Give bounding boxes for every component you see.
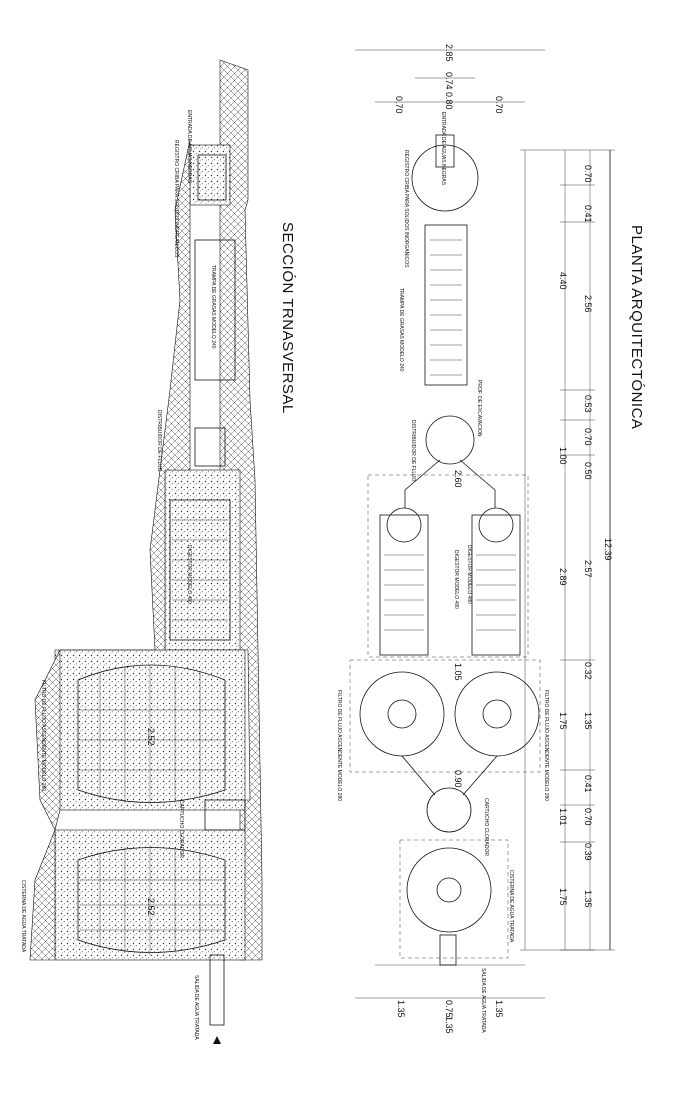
section-filtro-1 xyxy=(77,664,226,803)
trampa-grasas-ribs xyxy=(430,239,462,376)
section-label-salida: SALIDA DE AGUA TRATADA xyxy=(193,975,199,1040)
digestor-2 xyxy=(471,514,521,656)
digestor-1-port xyxy=(386,507,422,543)
registro-gravel xyxy=(189,144,231,206)
distribuidor xyxy=(425,415,475,465)
section-clorador xyxy=(204,799,246,831)
label-excavacion: PROF. DE EXCAVACION xyxy=(476,380,482,437)
salida-pipe xyxy=(439,934,457,966)
label-entrada: ENTRADA DE AGUAS NEGRAS xyxy=(440,112,446,186)
dim-r7: 0.32 xyxy=(583,662,593,680)
digestor-2-port xyxy=(478,507,514,543)
dim-bot-2: 1.35 xyxy=(444,1016,454,1034)
section-filtro-2 xyxy=(77,847,226,953)
label-digestor-1: DIGESTOR MODELO 480 xyxy=(453,550,459,609)
section-label-cisterna: CISTERNA DE AGUA TRATADA xyxy=(20,880,26,953)
left-ground-hatch xyxy=(29,139,191,961)
section-label-distribuidor: DISTRIBUIDOR DE FLUJO xyxy=(156,410,162,472)
label-trampa: TRAMPA DE GRASAS MODELO 240 xyxy=(398,288,404,372)
dim-s4: 1.01 xyxy=(558,808,568,826)
dim-r12: 1.35 xyxy=(583,890,593,908)
dim-bot-0: 1.35 xyxy=(396,1000,406,1018)
dim-r9: 0.41 xyxy=(583,775,593,793)
filtro-1-center xyxy=(387,699,417,729)
dim-r3: 0.53 xyxy=(583,395,593,413)
dim-total: 12.39 xyxy=(603,538,613,561)
cisterna xyxy=(406,847,492,933)
flow-arrow-icon xyxy=(213,1036,221,1044)
section-label-entrada: ENTRADA DE AGUAS NEGRAS xyxy=(186,110,192,184)
dim-inner-1: 1.05 xyxy=(453,663,463,681)
dim-r4: 0.70 xyxy=(583,428,593,446)
section-digestor-ribs xyxy=(172,519,228,621)
distribuidor-pipes xyxy=(404,459,496,508)
label-distribuidor: DISTRIBUIDOR DE FLUJO xyxy=(410,420,416,482)
registro-criba xyxy=(411,144,479,212)
dim-r1: 0.41 xyxy=(583,205,593,223)
cartucho-clorador xyxy=(426,787,472,833)
label-clorador: CARTUCHO CLORADOR xyxy=(483,798,489,856)
section-dim-0: 2.52 xyxy=(146,728,156,746)
label-salida: SALIDA DE AGUA TRATADA xyxy=(480,968,486,1033)
dim-top-4: 0.70 xyxy=(494,96,504,114)
label-filtro-1: FILTRO DE FLUJO ASCENDENTE MODELO 280 xyxy=(336,690,342,801)
dim-r10: 0.70 xyxy=(583,808,593,826)
dim-r6: 2.57 xyxy=(583,560,593,578)
label-digestor-2: DIGESTOR MODELO 480 xyxy=(466,545,472,604)
digestor-1 xyxy=(379,514,429,656)
dim-r11: 0.39 xyxy=(583,843,593,861)
section-trampa xyxy=(194,239,236,381)
dim-r2: 2.56 xyxy=(583,295,593,313)
dim-r5: 0.50 xyxy=(583,462,593,480)
dim-s5: 1.75 xyxy=(558,888,568,906)
dimension-ticks xyxy=(520,149,615,951)
section-label-digestor: DIGESTOR MODELO 480 xyxy=(186,545,192,604)
section-digestor xyxy=(169,499,231,641)
section-dim-1: 2.52 xyxy=(146,898,156,916)
section-registro xyxy=(197,154,227,201)
filtro-1 xyxy=(359,671,445,757)
section-title: SECCIÓN TRNASVERSAL xyxy=(279,222,296,414)
dim-top-3: 0.70 xyxy=(394,96,404,114)
clorador-pipes xyxy=(401,755,498,796)
dim-top-2: 0.80 xyxy=(444,92,454,110)
label-filtro-2: FILTRO DE FLUJO ASCENDENTE MODELO 280 xyxy=(543,690,549,801)
plan-view: 12.39 0.70 0.41 2.56 0.53 0.70 0.50 2.57… xyxy=(336,44,615,1034)
section-label-clorador: CARTUCHO CLORADOR xyxy=(178,800,184,858)
entrada-pipe xyxy=(435,134,455,168)
cisterna-enclosure xyxy=(399,839,509,959)
dim-inner-0: 2.60 xyxy=(453,470,463,488)
section-filtro-1-ribs xyxy=(80,665,223,805)
dim-r0: 0.70 xyxy=(583,165,593,183)
section-view: ENTRADA DE AGUAS NEGRAS REGISTRO CRIBA P… xyxy=(20,59,263,1044)
dim-top-0: 2.85 xyxy=(444,44,454,62)
dim-s1: 1.00 xyxy=(558,447,568,465)
dim-bot-3: 1.35 xyxy=(494,1000,504,1018)
digestor-enclosure xyxy=(367,474,529,658)
section-filtro-2-ribs xyxy=(80,845,223,955)
digestor-ribs xyxy=(384,554,516,631)
section-salida-pipe xyxy=(209,954,225,1026)
dim-top-1: 0.74 xyxy=(444,72,454,90)
section-label-filtro-1: FILTRO DE FLUJO ASCENDENTE MODELO 280 xyxy=(40,680,46,791)
dim-r8: 1.35 xyxy=(583,712,593,730)
dim-inner-2: 0.90 xyxy=(453,770,463,788)
section-distribuidor xyxy=(194,427,226,467)
section-label-registro: REGISTRO CRIBA PARA SOLIDOS INORGANICOS xyxy=(173,140,179,258)
filtro-2 xyxy=(454,671,540,757)
dim-s2: 2.89 xyxy=(558,568,568,586)
dim-s3: 1.75 xyxy=(558,712,568,730)
trampa-grasas xyxy=(424,224,468,386)
plan-title: PLANTA ARQUITECTÓNICA xyxy=(628,225,645,429)
filtros-enclosure xyxy=(349,659,541,773)
section-label-trampa: TRAMPA DE GRASAS MODELO 240 xyxy=(210,265,216,349)
cisterna-center xyxy=(436,877,462,903)
filtro-2-center xyxy=(482,699,512,729)
label-registro: REGISTRO CRIBA PARA SOLIDOS INORGANICOS xyxy=(403,150,409,268)
label-cisterna: CISTERNA DE AGUA TRATADA xyxy=(508,870,514,943)
dim-s0: 4.40 xyxy=(558,272,568,290)
dim-bot-1: 0.75 xyxy=(444,1000,454,1018)
